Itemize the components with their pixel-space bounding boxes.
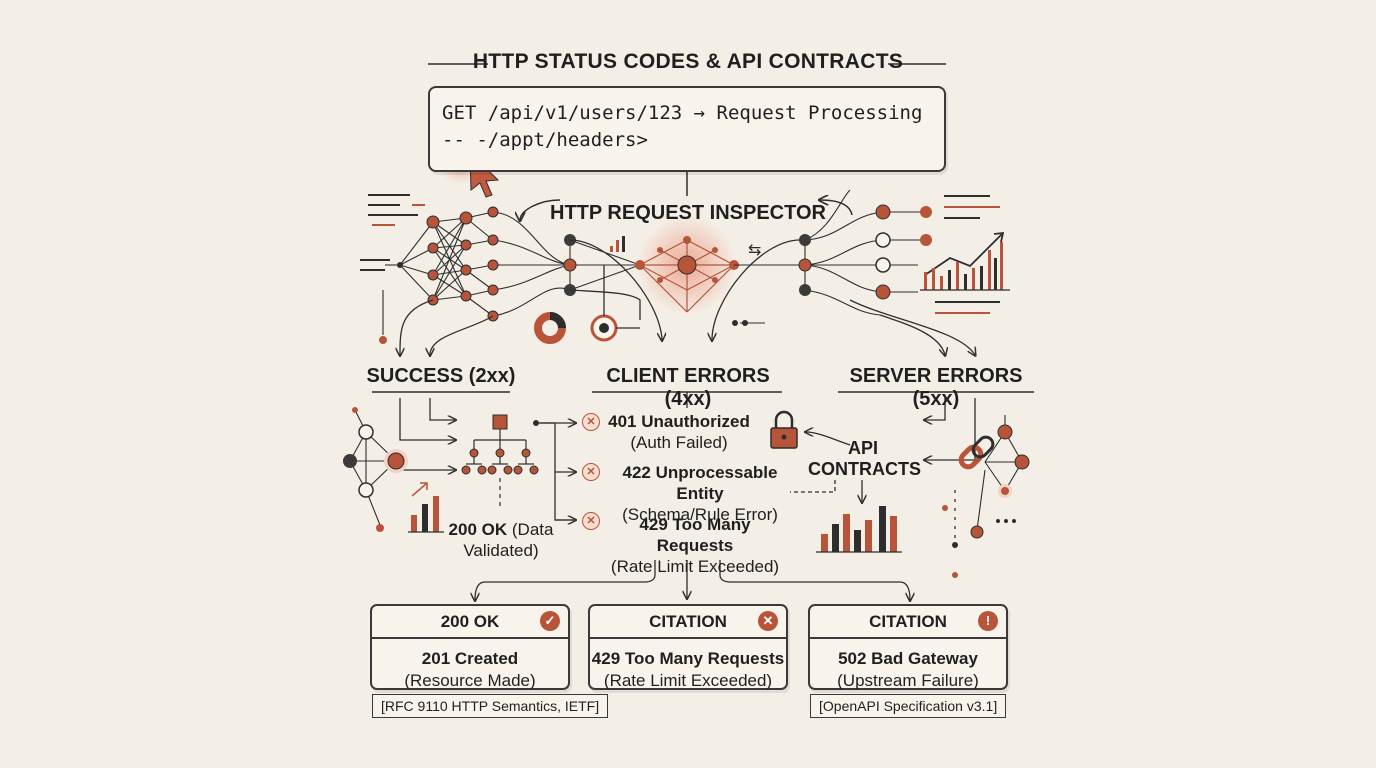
right-network-edges	[734, 189, 926, 324]
category-success: SUCCESS (2xx)	[366, 365, 516, 387]
citation-openapi: [OpenAPI Specification v3.1]	[810, 694, 1007, 718]
card-server-detail: (Upstream Failure)	[837, 671, 979, 690]
donut-chart-icon	[534, 312, 640, 344]
client-code-429-value: 429 Too Many Requests	[639, 515, 751, 555]
api-contracts-label: API CONTRACTS	[808, 438, 921, 480]
x-circle-icon: ✕	[582, 413, 600, 431]
client-code-429: 429 Too Many Requests (Rate Limit Exceed…	[604, 514, 786, 577]
card-success-code: 201 Created	[421, 649, 519, 668]
success-nodes	[343, 407, 408, 532]
request-branch-left	[520, 199, 561, 220]
right-network-nodes	[732, 204, 932, 326]
client-code-422-detail: (Schema/Rule Error)	[622, 505, 778, 524]
card-server-header: CITATION !	[810, 606, 1006, 639]
api-contracts-line2: CONTRACTS	[808, 459, 921, 479]
success-code-detail-a: (Data	[511, 520, 554, 539]
left-text-lines	[360, 194, 418, 271]
request-box[interactable]: GET /api/v1/users/123 → Request Processi…	[428, 86, 946, 172]
center-nodes	[635, 236, 739, 283]
success-code: 200 OK (Data Validated)	[446, 519, 556, 561]
card-client-header: CITATION ✕	[590, 606, 786, 639]
card-success-header: 200 OK ✓	[372, 606, 568, 639]
left-network-edges	[382, 211, 641, 335]
x-circle-icon: ✕	[758, 611, 778, 631]
card-client-title: CITATION	[649, 612, 727, 631]
success-code-value: 200 OK	[448, 520, 508, 539]
check-circle-icon: ✓	[540, 611, 560, 631]
category-client-errors: CLIENT ERRORS (4xx)	[606, 365, 770, 410]
left-network-nodes	[379, 206, 577, 344]
page-title: HTTP STATUS CODES & API CONTRACTS	[472, 50, 904, 73]
x-circle-icon: ✕	[582, 463, 600, 481]
card-server-error[interactable]: CITATION ! 502 Bad Gateway (Upstream Fai…	[808, 604, 1008, 690]
card-success-detail: (Resource Made)	[404, 671, 536, 690]
api-bar-chart	[816, 506, 902, 553]
card-server-code: 502 Bad Gateway	[838, 649, 978, 668]
success-code-detail-b: Validated)	[463, 541, 539, 560]
client-code-429-detail: (Rate Limit Exceeded)	[610, 557, 780, 576]
right-text-lines	[935, 195, 1000, 314]
request-headers: -- -/appt/headers>	[442, 129, 648, 151]
card-client-detail: (Rate Limit Exceeded)	[603, 671, 773, 690]
api-contracts-line1: API	[847, 438, 878, 458]
card-success[interactable]: 200 OK ✓ 201 Created (Resource Made)	[370, 604, 570, 690]
x-circle-icon: ✕	[582, 512, 600, 530]
card-server-title: CITATION	[869, 612, 947, 631]
server-nodes	[942, 424, 1030, 578]
client-code-401: 401 Unauthorized (Auth Failed)	[604, 411, 754, 453]
exclamation-circle-icon: !	[978, 611, 998, 631]
success-bar-icon	[408, 482, 444, 533]
category-server-errors: SERVER ERRORS (5xx)	[849, 365, 1023, 410]
citation-rfc: [RFC 9110 HTTP Semantics, IETF]	[372, 694, 609, 718]
card-success-title: 200 OK	[440, 612, 500, 631]
request-line: GET /api/v1/users/123 → Request Processi…	[442, 102, 923, 124]
client-code-401-detail: (Auth Failed)	[630, 433, 728, 452]
card-client-error[interactable]: CITATION ✕ 429 Too Many Requests (Rate L…	[588, 604, 788, 690]
hierarchy-icon	[466, 429, 534, 510]
mini-bar-icon	[610, 236, 625, 252]
inspector-label: HTTP REQUEST INSPECTOR	[550, 202, 826, 224]
lock-icon	[770, 410, 798, 449]
trend-chart-icon	[920, 231, 1010, 291]
client-code-422-value: 422 Unprocessable Entity	[622, 463, 778, 503]
swap-arrows-icon: ⇆	[748, 240, 761, 259]
chain-link-icon	[958, 435, 995, 470]
client-code-422: 422 Unprocessable Entity (Schema/Rule Er…	[602, 462, 798, 525]
card-client-code: 429 Too Many Requests	[591, 649, 785, 668]
request-branch-right	[820, 200, 853, 216]
client-code-401-value: 401 Unauthorized	[608, 412, 750, 431]
